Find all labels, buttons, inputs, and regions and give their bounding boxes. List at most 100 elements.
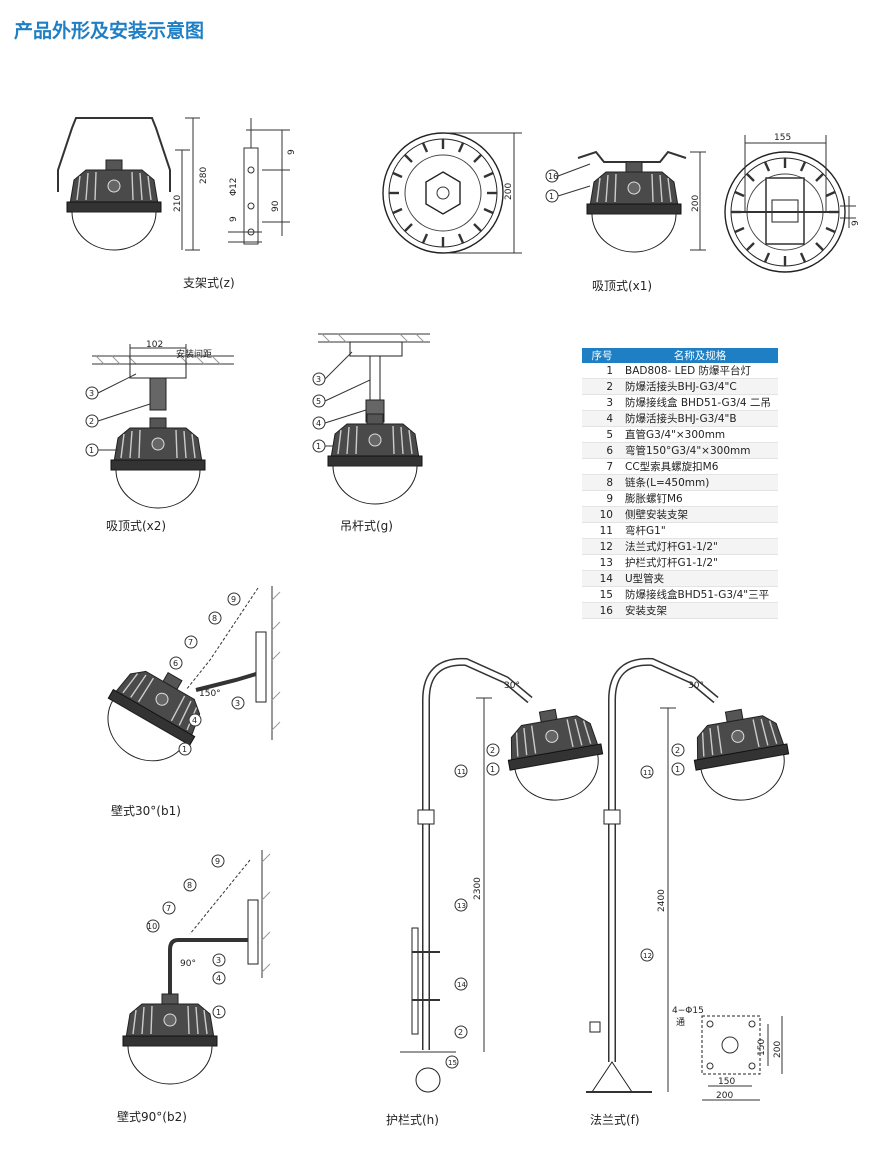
row-no: 9 (582, 490, 622, 507)
row-name: 链条(L=450mm) (622, 474, 778, 491)
callout-1: 1 (89, 446, 94, 455)
guardrail-pole-view (400, 657, 610, 1093)
callout-2: 2 (490, 746, 495, 755)
callouts-x1 (545, 163, 591, 203)
row-name: 法兰式灯杆G1-1/2" (622, 538, 778, 555)
row-no: 7 (582, 458, 622, 475)
caption-guardrail: 护栏式(h) (386, 1113, 439, 1127)
caption-wall-30: 壁式30°(b1) (111, 804, 181, 818)
row-name: 护栏式灯杆G1-1/2" (622, 554, 778, 571)
row-no: 3 (582, 394, 622, 411)
callout-1: 1 (216, 1008, 221, 1017)
row-no: 12 (582, 538, 622, 555)
col-name-header: 名称及规格 (622, 348, 778, 363)
callout-15: 15 (448, 1059, 457, 1067)
callout-10: 10 (147, 922, 157, 931)
row-name: 安装支架 (622, 602, 778, 619)
caption-pendant-rod: 吊杆式(g) (340, 519, 393, 533)
col-no-header: 序号 (582, 348, 622, 363)
dim-150-vertical: 150 (757, 1039, 767, 1056)
row-name: 弯管150°G3/4"×300mm (622, 442, 778, 459)
dim-155: 155 (774, 133, 791, 143)
callout-9: 9 (215, 857, 220, 866)
angle-30-h: 30° (504, 681, 520, 691)
page-title: 产品外形及安装示意图 (14, 20, 205, 42)
callout-6: 6 (173, 659, 178, 668)
bracket-mount-view (57, 117, 290, 251)
row-no: 11 (582, 522, 622, 539)
label-through: 通 (676, 1017, 685, 1028)
callout-3: 3 (89, 389, 94, 398)
callout-4: 4 (316, 419, 321, 428)
caption-ceiling-mount-x2: 吸顶式(x2) (106, 519, 167, 533)
row-no: 1 (582, 363, 622, 379)
dim-200-vertical: 200 (773, 1041, 783, 1058)
callout-4: 4 (216, 974, 221, 983)
row-name: 防爆活接头BHJ-G3/4"B (622, 410, 778, 427)
row-no: 5 (582, 426, 622, 443)
wall-mount-30-view (88, 586, 281, 779)
dim-200-x1-top: 200 (504, 183, 514, 200)
dim-9-top: 9 (287, 149, 297, 155)
label-holes: 4−Φ15 (672, 1006, 704, 1016)
row-name: 直管G3/4"×300mm (622, 426, 778, 443)
callout-12: 12 (643, 952, 652, 960)
row-name: CC型索具螺旋扣M6 (622, 458, 778, 475)
dim-9-x1: 9 (851, 220, 861, 226)
caption-flange: 法兰式(f) (590, 1113, 640, 1127)
row-no: 14 (582, 570, 622, 587)
row-no: 13 (582, 554, 622, 571)
callout-14: 14 (457, 981, 466, 989)
callout-1: 1 (490, 765, 495, 774)
ceiling-mount-x1-views (381, 131, 856, 274)
dim-280: 280 (199, 167, 209, 184)
dim-210: 210 (173, 195, 183, 212)
dim-2400: 2400 (657, 889, 667, 912)
dim-9-bottom: 9 (229, 216, 239, 222)
callout-3: 3 (235, 699, 240, 708)
callout-11: 11 (457, 768, 466, 776)
callout-9: 9 (231, 595, 236, 604)
row-name: 防爆接线盒BHD51-G3/4"三平 (622, 586, 778, 603)
dim-phi12: Φ12 (229, 177, 239, 196)
flange-pole-view (586, 657, 796, 1101)
row-no: 4 (582, 410, 622, 427)
wall-mount-90-view (122, 850, 271, 1085)
callout-5: 5 (316, 397, 321, 406)
dim-2300: 2300 (473, 877, 483, 900)
angle-150: 150° (199, 689, 221, 699)
caption-ceiling-mount-x1: 吸顶式(x1) (592, 279, 653, 293)
caption-bracket-mount: 支架式(z) (183, 276, 235, 290)
callout-1: 1 (316, 442, 321, 451)
row-no: 6 (582, 442, 622, 459)
row-no: 2 (582, 378, 622, 395)
row-no: 8 (582, 474, 622, 491)
ceiling-mount-x2-view (85, 344, 234, 509)
angle-30-f: 30° (688, 681, 704, 691)
row-name: BAD808- LED 防爆平台灯 (622, 363, 778, 379)
dim-90: 90 (271, 200, 281, 212)
callout-3: 3 (316, 375, 321, 384)
row-no: 16 (582, 602, 622, 619)
row-name: 侧壁安装支架 (622, 506, 778, 523)
callout-7: 7 (188, 638, 193, 647)
callout-1: 1 (549, 192, 554, 201)
row-name: 膨胀螺钉M6 (622, 490, 778, 507)
callout-8: 8 (212, 614, 217, 623)
callout-1: 1 (182, 745, 187, 754)
